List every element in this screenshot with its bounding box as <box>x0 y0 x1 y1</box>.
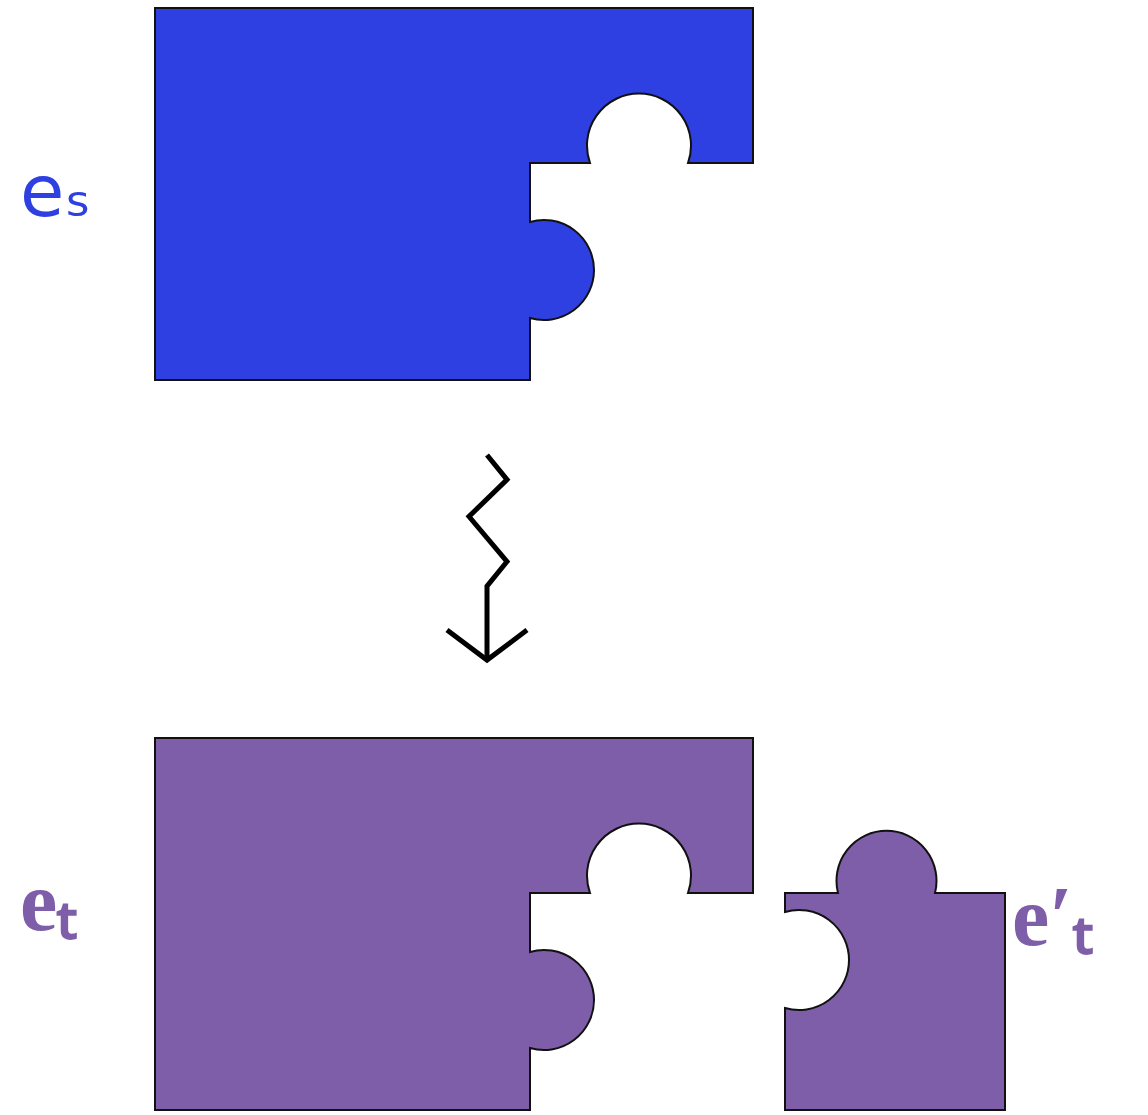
puzzle-shape <box>10 5 755 383</box>
arrow-head <box>447 630 527 660</box>
source-puzzle-piece: eₛ <box>10 5 755 383</box>
piece-label: eₜ <box>20 860 77 944</box>
squiggle-arrow <box>447 455 527 660</box>
missing-puzzle-piece: e′ₜ <box>780 805 1140 1113</box>
puzzle-shape <box>780 805 1140 1113</box>
arrow-shaft <box>469 455 507 660</box>
piece-label: e′ₜ <box>1012 875 1093 959</box>
puzzle-shape <box>10 735 755 1113</box>
puzzle-outline <box>155 8 753 380</box>
puzzle-outline <box>155 738 753 1110</box>
puzzle-outline <box>785 831 1005 1110</box>
piece-label: eₛ <box>20 155 91 227</box>
target-puzzle-piece: eₜ <box>10 735 755 1113</box>
